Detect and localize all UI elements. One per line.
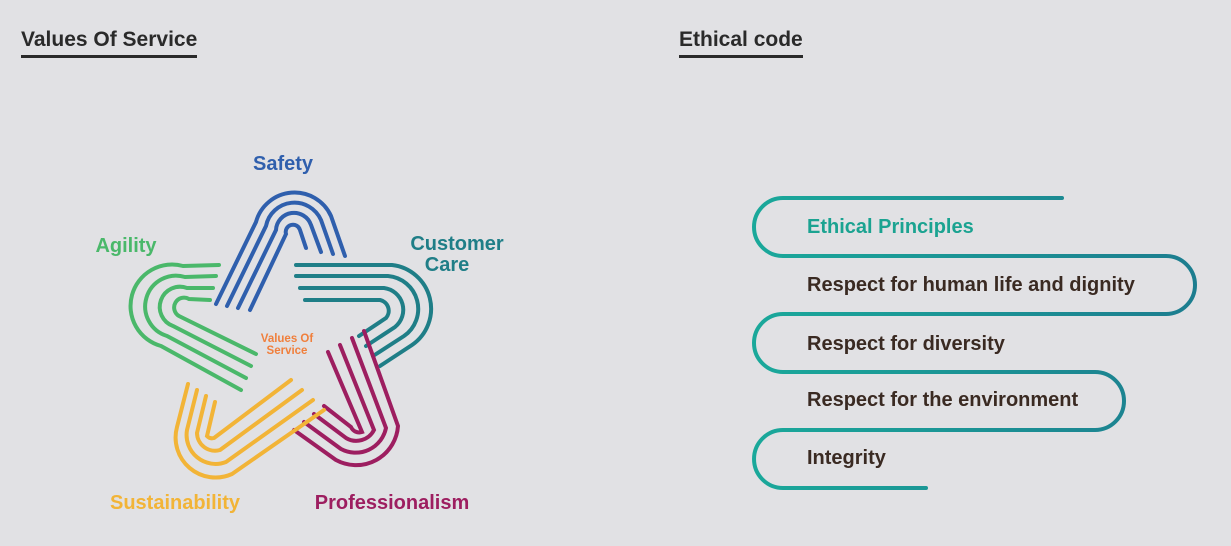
ethics-item-ethical-principles: Ethical Principles bbox=[807, 216, 974, 238]
ethical-code-ribbon bbox=[752, 196, 1197, 490]
customer-care-loop bbox=[294, 263, 434, 368]
ethics-item-human-life: Respect for human life and dignity bbox=[807, 274, 1135, 296]
customer-care-label: Customer bbox=[410, 233, 504, 255]
center-label-line1: Values Of bbox=[261, 333, 314, 345]
ethics-item-integrity: Integrity bbox=[807, 447, 886, 469]
safety-label: Safety bbox=[253, 153, 314, 175]
sustainability-loop bbox=[173, 378, 326, 480]
values-of-service-title: Values Of Service bbox=[21, 28, 198, 59]
customer-care-label-line2: Care bbox=[425, 254, 469, 276]
safety-loop bbox=[214, 190, 347, 312]
agility-label: Agility bbox=[95, 235, 157, 257]
agility-loop bbox=[128, 262, 258, 392]
ethics-item-diversity: Respect for diversity bbox=[807, 333, 1005, 355]
ethical-code-title: Ethical code bbox=[679, 28, 803, 59]
center-label-line2: Service bbox=[267, 345, 308, 357]
sustainability-label: Sustainability bbox=[110, 492, 241, 514]
ethics-item-environment: Respect for the environment bbox=[807, 389, 1079, 411]
professionalism-loop bbox=[292, 329, 401, 468]
professionalism-label: Professionalism bbox=[315, 492, 470, 514]
